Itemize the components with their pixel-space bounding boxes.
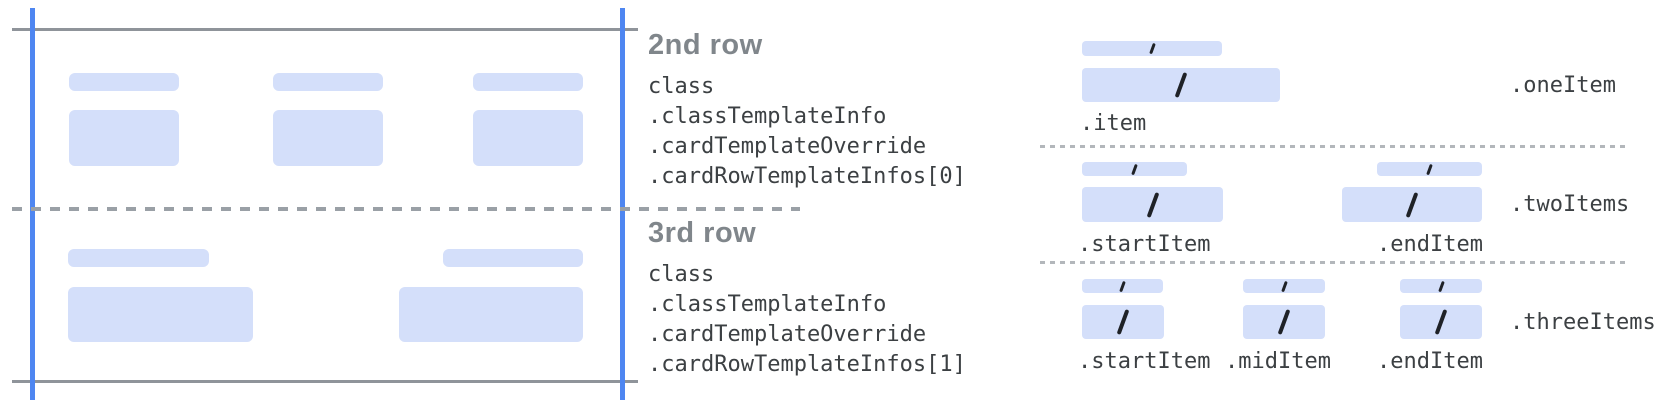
row2-col3-label-placeholder [473,73,583,91]
layout-name-twoitems: .twoItems [1510,192,1630,217]
section-divider-dashed-line [1040,261,1630,264]
item-label: .startItem [1078,232,1211,257]
row2-annotation-title: 2nd row [648,29,763,61]
slash-icon [1148,42,1156,55]
threeitems-mid-large-bar [1243,305,1325,339]
row2-annotation: 2nd row class .classTemplateInfo .cardTe… [648,28,1068,192]
slash-icon [1119,280,1126,292]
row3-code-path: class .classTemplateInfo .cardTemplateOv… [648,260,1068,380]
row3-end-label-placeholder [443,249,583,267]
oneitem-small-bar [1082,41,1222,56]
twoitems-end-small-bar [1377,162,1482,176]
slash-icon [1405,191,1419,218]
row3-start-body-placeholder [68,287,253,342]
card-right-guide-line [620,8,625,400]
row2-col2-label-placeholder [273,73,383,91]
slash-icon [1426,163,1433,175]
twoitems-start-large-bar [1082,187,1223,222]
item-label: .endItem [1377,349,1483,374]
code-path-line: class [648,74,715,99]
threeitems-end-small-bar [1400,279,1482,293]
twoitems-end-large-bar [1342,187,1482,222]
item-label: .endItem [1377,232,1483,257]
threeitems-start-small-bar [1082,279,1163,293]
code-path-line: .cardRowTemplateInfos[0] [648,164,966,189]
card-top-border-line [12,28,638,31]
row3-annotation-title: 3rd row [648,217,757,249]
layout-name-threeitems: .threeItems [1510,310,1656,335]
code-path-line: .classTemplateInfo [648,292,887,317]
slash-icon [1146,191,1159,218]
threeitems-end-large-bar [1400,305,1482,339]
code-path-line: .cardRowTemplateInfos[1] [648,352,966,377]
slash-icon [1277,309,1291,335]
row2-col2-body-placeholder [273,110,383,166]
item-label: .midItem [1225,349,1331,374]
slash-icon [1434,309,1448,335]
slash-icon [1174,72,1188,98]
item-label: .item [1080,111,1147,136]
row-divider-dashed-line [12,207,800,211]
row3-annotation: 3rd row class .classTemplateInfo .cardTe… [648,216,1068,380]
card-left-guide-line [30,8,35,400]
row2-code-path: class .classTemplateInfo .cardTemplateOv… [648,72,1068,192]
row2-col1-body-placeholder [69,110,179,166]
code-path-line: .cardTemplateOverride [648,134,927,159]
code-path-line: .cardTemplateOverride [648,322,927,347]
slash-icon [1131,163,1138,175]
item-label: .startItem [1078,349,1211,374]
slash-icon [1437,280,1445,292]
section-divider-dashed-line [1040,145,1630,148]
row3-start-label-placeholder [68,249,209,267]
threeitems-mid-small-bar [1243,279,1325,293]
row2-col3-body-placeholder [473,110,583,166]
oneitem-large-bar [1082,68,1280,102]
twoitems-start-small-bar [1082,162,1187,176]
code-path-line: .classTemplateInfo [648,104,887,129]
code-path-line: class [648,262,715,287]
card-bottom-border-line [12,380,638,383]
slash-icon [1116,309,1130,335]
slash-icon [1280,280,1288,292]
layout-name-oneitem: .oneItem [1510,73,1616,98]
row3-end-body-placeholder [399,287,583,342]
threeitems-start-large-bar [1082,305,1164,339]
row2-col1-label-placeholder [69,73,179,91]
